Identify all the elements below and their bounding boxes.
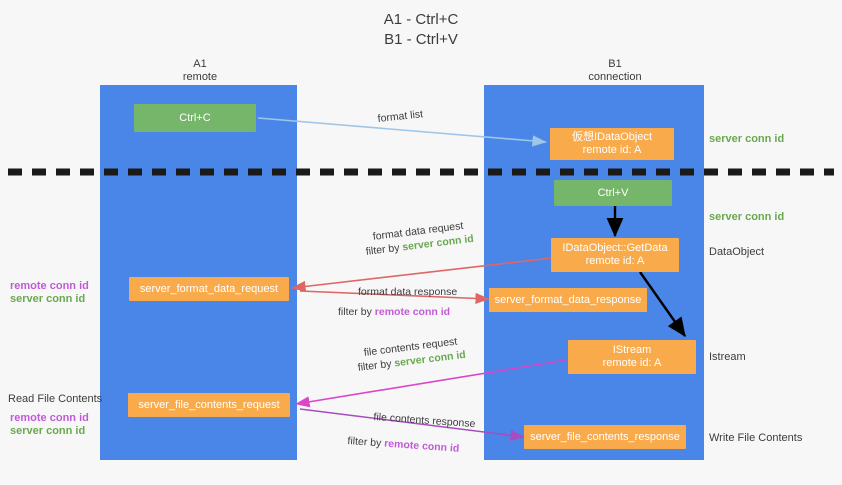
lane-header-b1: B1 connection — [540, 58, 690, 84]
right-label-server-conn-id-1: server conn id — [709, 133, 785, 145]
filter-prefix: filter by — [347, 434, 385, 450]
node-idataobject-getdata[interactable]: IDataObject::GetData remote id: A — [551, 238, 679, 272]
node-ctrl-c-label: Ctrl+C — [179, 111, 211, 124]
left-label-remote-conn-id-1: remote conn id — [10, 280, 89, 292]
title-line-2: B1 - Ctrl+V — [384, 31, 458, 48]
arrow-format-data-response — [299, 290, 490, 305]
arrow-format-list — [257, 117, 547, 147]
node-server-file-contents-response[interactable]: server_file_contents_response — [524, 425, 686, 449]
edge-label-format-data-response: format data response — [358, 286, 458, 298]
node-idataobject-getdata-label: IDataObject::GetData — [562, 242, 668, 254]
node-istream[interactable]: IStream remote id: A — [568, 340, 696, 374]
lane-b1-title: B1 — [608, 58, 622, 70]
node-ctrl-v[interactable]: Ctrl+V — [554, 180, 672, 206]
node-idataobject-getdata-remoteid: remote id: A — [585, 255, 645, 267]
lane-b1-subtitle: connection — [588, 71, 642, 83]
right-label-write-file-contents: Write File Contents — [709, 432, 803, 444]
node-server-file-contents-request-label: server_file_contents_request — [138, 398, 280, 411]
diagram-title: A1 - Ctrl+C B1 - Ctrl+V — [0, 10, 842, 50]
arrow-file-contents-response — [299, 408, 525, 441]
node-server-format-data-request-label: server_format_data_request — [139, 282, 279, 295]
arrow-format-data-request — [291, 257, 553, 293]
lane-a1-subtitle: remote — [182, 71, 218, 83]
node-istream-label: IStream — [612, 344, 652, 356]
right-label-dataobject: DataObject — [709, 246, 765, 258]
node-server-file-contents-response-label: server_file_contents_response — [530, 430, 680, 443]
node-virtual-idataobject[interactable]: 仮想IDataObject remote id: A — [550, 128, 674, 160]
arrow-file-contents-request — [295, 359, 567, 408]
node-server-format-data-request[interactable]: server_format_data_request — [129, 277, 289, 301]
title-line-1: A1 - Ctrl+C — [383, 11, 459, 28]
node-istream-remoteid: remote id: A — [602, 357, 662, 369]
left-label-server-conn-id-2: server conn id — [10, 425, 86, 437]
lane-header-a1: A1 remote — [130, 58, 270, 84]
node-server-format-data-response-label: server_format_data_response — [494, 293, 642, 306]
filter-prefix: filter by — [338, 306, 375, 318]
node-ctrl-c[interactable]: Ctrl+C — [134, 104, 256, 132]
right-label-istream: Istream — [709, 351, 746, 363]
filter-value-remote-conn-id: remote conn id — [374, 306, 451, 318]
arrow-getdata-to-istream — [639, 271, 686, 337]
edge-label-format-data-response-filter: filter by remote conn id — [338, 305, 450, 319]
node-server-file-contents-request[interactable]: server_file_contents_request — [128, 393, 290, 417]
left-label-read-file-contents: Read File Contents — [8, 393, 103, 405]
node-virtual-idataobject-remoteid: remote id: A — [582, 144, 642, 156]
lane-a1-title: A1 — [193, 58, 207, 70]
node-ctrl-v-label: Ctrl+V — [597, 186, 629, 199]
left-label-server-conn-id-1: server conn id — [10, 293, 86, 305]
node-server-format-data-response[interactable]: server_format_data_response — [489, 288, 647, 312]
right-label-server-conn-id-2: server conn id — [709, 211, 785, 223]
node-virtual-idataobject-label: 仮想IDataObject — [571, 131, 653, 143]
left-label-remote-conn-id-2: remote conn id — [10, 412, 89, 424]
